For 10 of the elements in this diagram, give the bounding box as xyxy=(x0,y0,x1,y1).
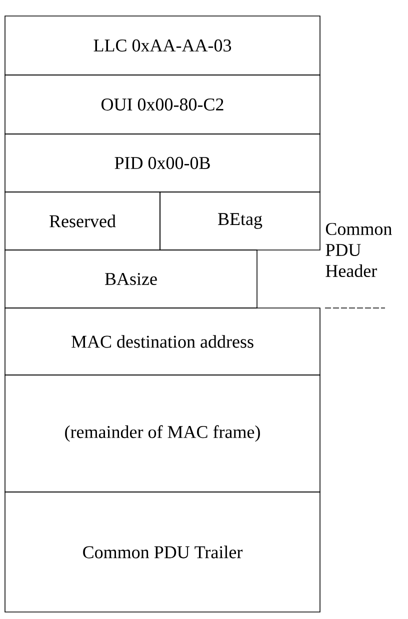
field-box: BAsize xyxy=(4,250,258,308)
field-box: LLC 0xAA-AA-03 xyxy=(4,16,320,76)
field-box: OUI 0x00-80-C2 xyxy=(4,74,320,134)
field-box: Reserved xyxy=(4,192,160,250)
side-label: Common PDU Header xyxy=(326,222,392,278)
field-box: BEtag xyxy=(160,192,320,250)
field-box: PID 0x00-0B xyxy=(4,134,320,192)
field-box: MAC destination address xyxy=(4,308,320,376)
field-box: Common PDU Trailer xyxy=(4,492,320,612)
field-box: (remainder of MAC frame) xyxy=(4,374,320,492)
